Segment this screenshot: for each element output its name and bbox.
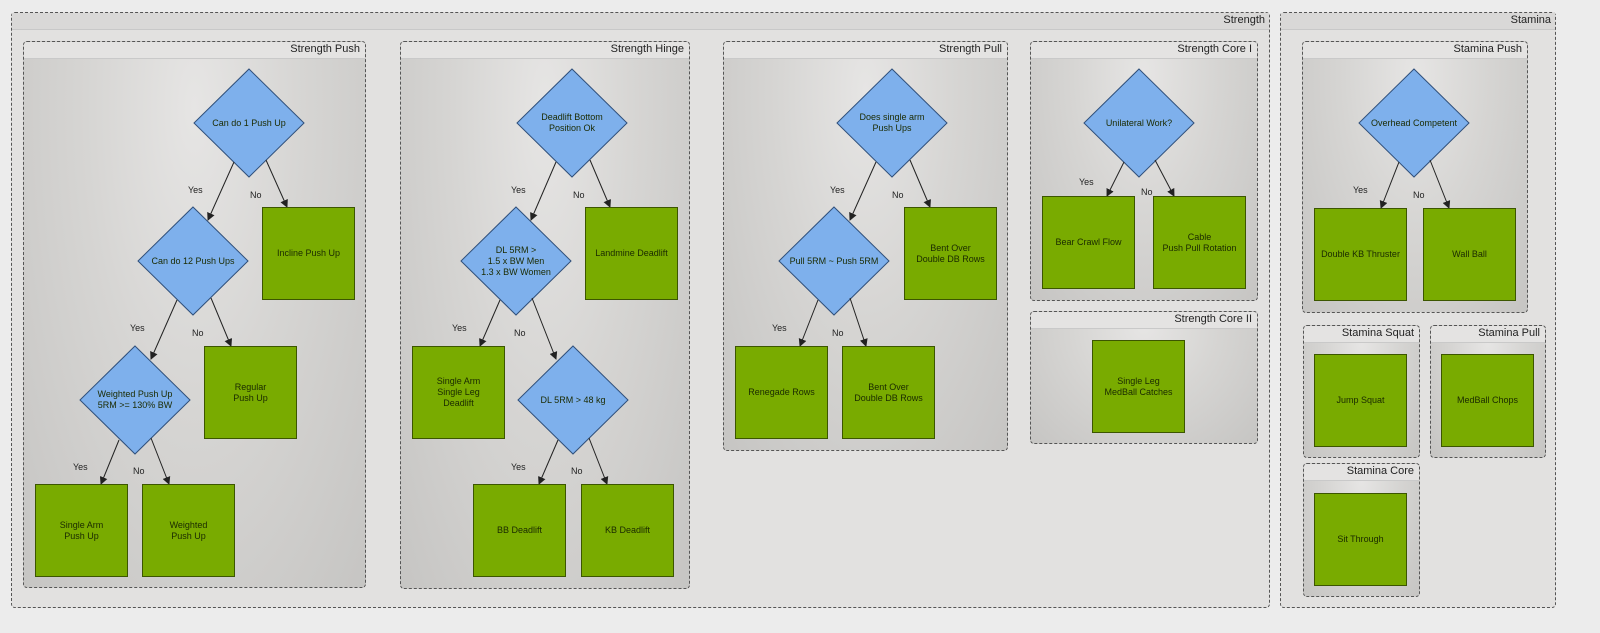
edge-label-yes: Yes [511,462,526,472]
single-leg-deadlift-box: Single Arm Single Leg Deadlift [412,346,505,439]
strength-core-2-title: Strength Core II [1174,313,1252,325]
edge-label-yes: Yes [452,323,467,333]
bent-over-rows-box-1: Bent Over Double DB Rows [904,207,997,300]
kb-deadlift-box: KB Deadlift [581,484,674,577]
jump-squat-box: Jump Squat [1314,354,1407,447]
edge-label-yes: Yes [772,323,787,333]
bb-deadlift-box: BB Deadlift [473,484,566,577]
edge-label-no: No [133,466,145,476]
edge-label-yes: Yes [130,323,145,333]
stamina-section-title: Stamina [1510,14,1551,26]
core1-decision: Unilateral Work? [1105,117,1173,128]
incline-push-up-box: Incline Push Up [262,207,355,300]
push-decision-1: Can do 1 Push Up [212,117,286,128]
push-decision-3: Weighted Push Up 5RM >= 130% BW [97,389,173,410]
strength-pull-title: Strength Pull [939,43,1002,55]
regular-push-up-box: Regular Push Up [204,346,297,439]
edge-label-yes: Yes [188,185,203,195]
edge-label-no: No [514,328,526,338]
edge-label-yes: Yes [1353,185,1368,195]
edge-label-no: No [1413,190,1425,200]
strength-hinge-title: Strength Hinge [610,43,684,55]
stamina-pull-title: Stamina Pull [1478,327,1540,339]
stamina-push-title: Stamina Push [1453,43,1522,55]
stamina-squat-title: Stamina Squat [1341,327,1414,339]
push-decision-2: Can do 12 Push Ups [151,255,235,266]
edge-label-yes: Yes [511,185,526,195]
edge-label-no: No [573,190,585,200]
edge-label-yes: Yes [1079,177,1094,187]
wall-ball-box: Wall Ball [1423,208,1516,301]
medball-chops-box: MedBall Chops [1441,354,1534,447]
hinge-decision-3: DL 5RM > 48 kg [540,394,606,405]
sit-through-box: Sit Through [1314,493,1407,586]
hinge-decision-2: DL 5RM > 1.5 x BW Men 1.3 x BW Women [481,244,551,277]
strength-core-1-title: Strength Core I [1177,43,1252,55]
double-kb-thruster-box: Double KB Thruster [1314,208,1407,301]
edge-label-no: No [832,328,844,338]
hinge-decision-1: Deadlift Bottom Position Ok [541,112,603,133]
weighted-push-up-box: Weighted Push Up [142,484,235,577]
edge-label-no: No [892,190,904,200]
edge-label-yes: Yes [830,185,845,195]
single-arm-push-up-box: Single Arm Push Up [35,484,128,577]
pull-decision-2: Pull 5RM ~ Push 5RM [789,255,879,266]
edge-label-yes: Yes [73,462,88,472]
edge-label-no: No [571,466,583,476]
bear-crawl-flow-box: Bear Crawl Flow [1042,196,1135,289]
edge-label-no: No [192,328,204,338]
strength-push-title: Strength Push [290,43,360,55]
renegade-rows-box: Renegade Rows [735,346,828,439]
landmine-deadlift-box: Landmine Deadlift [585,207,678,300]
stamina-core-title: Stamina Core [1346,465,1414,477]
bent-over-rows-box-2: Bent Over Double DB Rows [842,346,935,439]
edge-label-no: No [1141,187,1153,197]
medball-catches-box: Single Leg MedBall Catches [1092,340,1185,433]
cable-rotation-box: Cable Push Pull Rotation [1153,196,1246,289]
stamina-push-decision: Overhead Competent [1370,117,1458,128]
pull-decision-1: Does single arm Push Ups [859,112,925,133]
strength-section-title: Strength [1223,14,1265,26]
edge-label-no: No [250,190,262,200]
